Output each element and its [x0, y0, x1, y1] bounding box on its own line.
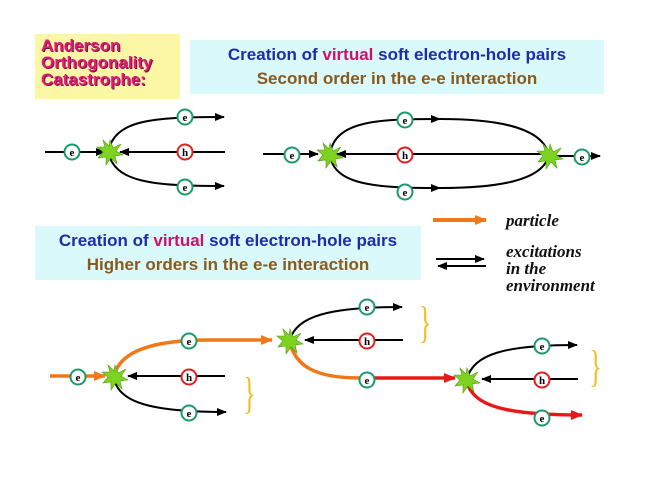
- electron-node: e: [63, 143, 81, 161]
- svg-text:e: e: [187, 336, 192, 348]
- hole-node: h: [180, 368, 198, 386]
- electron-node: e: [180, 404, 198, 422]
- hole-node: h: [358, 332, 376, 350]
- svg-text:e: e: [403, 187, 408, 199]
- svg-text:e: e: [540, 341, 545, 353]
- second-order-title: Creation of virtual soft electron-hole p…: [227, 45, 567, 64]
- diagram-cascade: } } }: [50, 298, 602, 420]
- svg-text:e: e: [365, 375, 370, 387]
- electron-node: e: [533, 409, 551, 427]
- outgoing-electron-line: [107, 113, 225, 153]
- interaction-vertex: [276, 328, 304, 355]
- title-line-1: Anderson: [41, 36, 121, 55]
- hole-node: h: [396, 146, 414, 164]
- brace-stage-1: }: [243, 369, 256, 418]
- svg-text:h: h: [402, 150, 408, 162]
- svg-text:e: e: [580, 152, 585, 164]
- svg-text:e: e: [540, 413, 545, 425]
- svg-text:e: e: [187, 408, 192, 420]
- svg-text:h: h: [364, 336, 370, 348]
- electron-node: e: [573, 148, 591, 166]
- svg-text:e: e: [290, 150, 295, 162]
- brace-stage-2: }: [419, 298, 432, 347]
- brace-stage-3: }: [589, 342, 602, 391]
- second-order-box: Creation of virtual soft electron-hole p…: [190, 40, 604, 94]
- interaction-vertex: [101, 364, 129, 391]
- hole-node: h: [533, 371, 551, 389]
- svg-text:h: h: [186, 372, 192, 384]
- electron-node: e: [176, 178, 194, 196]
- svg-text:e: e: [183, 182, 188, 194]
- legend-arrows: [433, 215, 487, 270]
- title-box: Anderson Orthogonality Catastrophe:: [35, 34, 180, 99]
- outgoing-electron-line: [107, 151, 225, 190]
- diagram-single-vertex: [45, 113, 225, 190]
- electron-node: e: [396, 183, 414, 201]
- svg-text:e: e: [403, 115, 408, 127]
- electron-node: e: [176, 108, 194, 126]
- higher-order-title: Creation of virtual soft electron-hole p…: [58, 231, 398, 250]
- svg-text:h: h: [182, 147, 188, 159]
- svg-text:h: h: [539, 375, 545, 387]
- legend-excitations-label: excitations in the environment: [506, 242, 595, 295]
- electron-node: e: [533, 337, 551, 355]
- diagram-double-vertex: [263, 115, 601, 192]
- electron-node: e: [396, 111, 414, 129]
- second-order-subtitle: Second order in the e-e interaction: [256, 69, 538, 88]
- higher-order-box: Creation of virtual soft electron-hole p…: [35, 226, 421, 280]
- svg-text:e: e: [70, 147, 75, 159]
- electron-node: e: [69, 368, 87, 386]
- electron-node: e: [180, 332, 198, 350]
- svg-text:e: e: [183, 112, 188, 124]
- title-line-2: Orthogonality: [41, 53, 153, 72]
- electron-node: e: [358, 298, 376, 316]
- electron-node: e: [283, 146, 301, 164]
- svg-text:e: e: [76, 372, 81, 384]
- interaction-vertex: [316, 142, 344, 169]
- hole-node: h: [176, 143, 194, 161]
- interaction-vertex: [453, 367, 481, 394]
- higher-order-subtitle: Higher orders in the e-e interaction: [86, 255, 370, 274]
- legend-particle-label: particle: [506, 211, 559, 230]
- svg-text:e: e: [365, 302, 370, 314]
- electron-node: e: [358, 371, 376, 389]
- interaction-vertex: [536, 143, 564, 170]
- title-line-3: Catastrophe:: [41, 70, 146, 89]
